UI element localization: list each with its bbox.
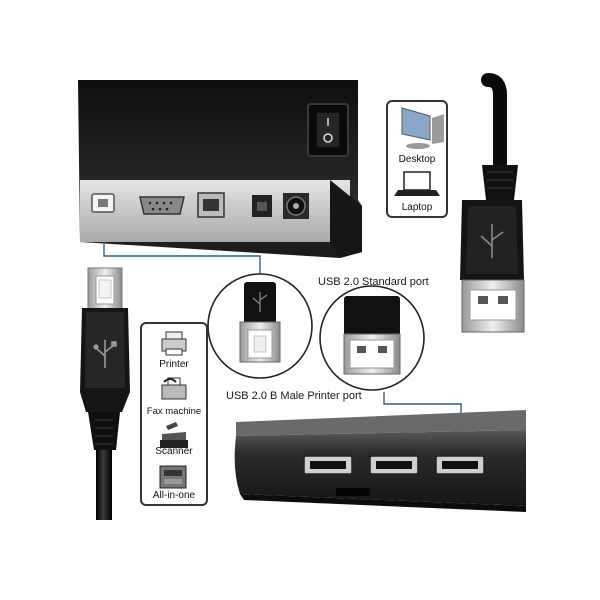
all-in-one-icon bbox=[159, 465, 187, 489]
all-in-one-label: All-in-one bbox=[152, 490, 196, 501]
usb-a-cable bbox=[460, 73, 525, 333]
standard-port-callout-label: USB 2.0 Standard port bbox=[318, 276, 429, 288]
laptop-usb-port-icon bbox=[435, 455, 485, 475]
laptop-label: Laptop bbox=[401, 202, 433, 213]
laptop-usb-port-icon bbox=[303, 455, 353, 475]
usb-b-callout-circle bbox=[207, 273, 313, 379]
power-switch-icon bbox=[307, 103, 349, 157]
usb-b-port-icon bbox=[91, 193, 115, 213]
desktop-computer-icon bbox=[401, 107, 444, 149]
printer-rear bbox=[78, 80, 362, 258]
desktop-label: Desktop bbox=[398, 154, 436, 165]
computers-card: Desktop Laptop bbox=[386, 100, 448, 218]
devices-card: Printer Fax machine Scanner All-in-one bbox=[140, 322, 208, 506]
printer-icon bbox=[161, 331, 187, 356]
usb-trident-icon bbox=[480, 224, 504, 258]
b-port-callout-label: USB 2.0 B Male Printer port bbox=[226, 390, 362, 402]
cash-drawer-port-icon bbox=[252, 195, 272, 217]
printer-label: Printer bbox=[159, 359, 189, 370]
fax-machine-label: Fax machine bbox=[146, 406, 202, 417]
scanner-icon bbox=[160, 422, 188, 448]
ethernet-port-icon bbox=[197, 192, 225, 218]
scanner-label: Scanner bbox=[155, 446, 193, 457]
usb-b-cable bbox=[80, 267, 130, 520]
serial-port-icon bbox=[139, 196, 185, 215]
laptop-side bbox=[234, 410, 526, 512]
power-jack-icon bbox=[283, 193, 309, 219]
fax-machine-icon bbox=[161, 377, 187, 400]
usb-trident-icon bbox=[93, 340, 117, 368]
laptop-usb-port-icon bbox=[369, 455, 419, 475]
laptop-icon bbox=[394, 171, 440, 196]
usb-a-callout-circle bbox=[319, 285, 425, 391]
